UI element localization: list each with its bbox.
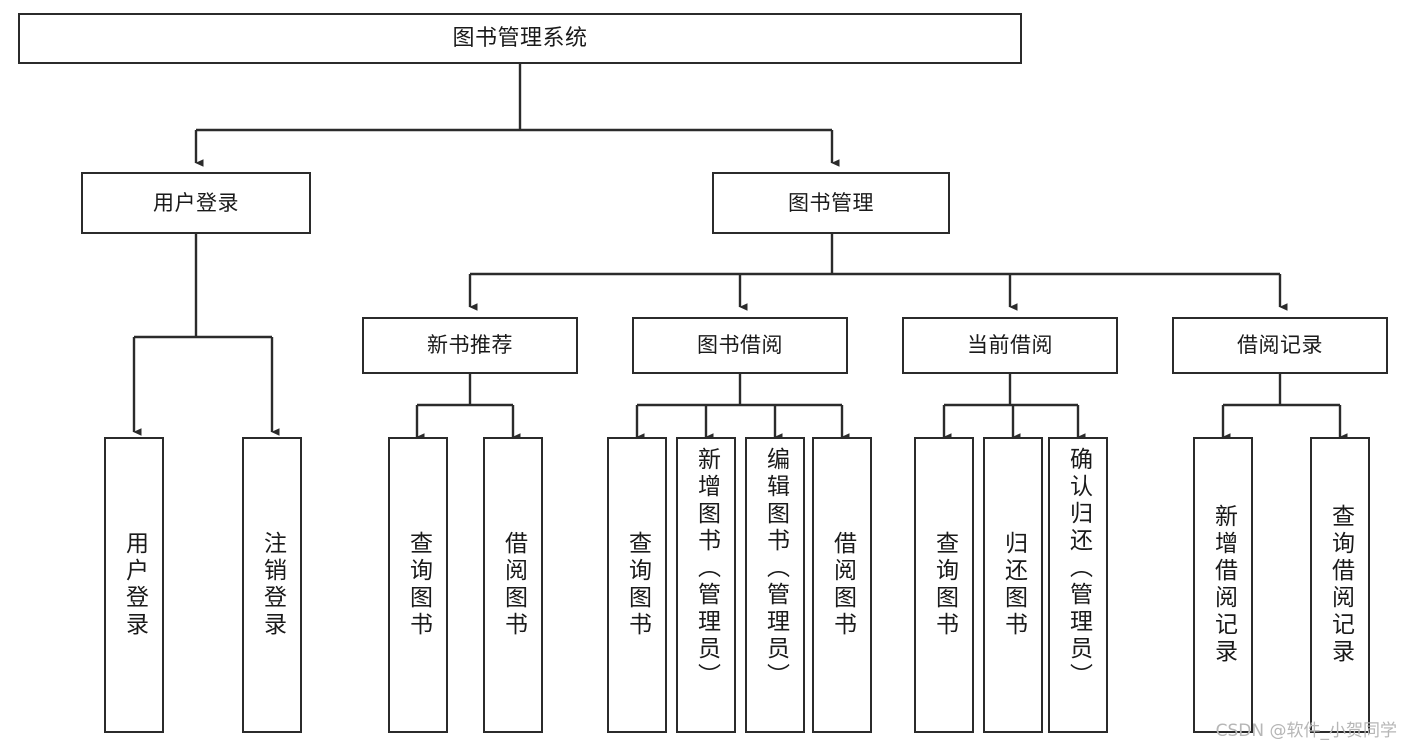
leaf-current-return-book[interactable]: 归还图书 [983, 437, 1043, 733]
leaf-current-confirm-return-label: 确认归还（管理员） [1065, 447, 1092, 690]
leaf-newbook-query-book[interactable]: 查询图书 [388, 437, 448, 733]
leaf-user-login-label: 用户登录 [121, 531, 148, 639]
leaf-newbook-query-book-label: 查询图书 [405, 531, 432, 639]
leaf-borrow-query-book-label: 查询图书 [624, 531, 651, 639]
leaf-record-add[interactable]: 新增借阅记录 [1193, 437, 1253, 733]
node-user-login[interactable]: 用户登录 [81, 172, 311, 234]
node-book-management[interactable]: 图书管理 [712, 172, 950, 234]
leaf-record-query[interactable]: 查询借阅记录 [1310, 437, 1370, 733]
leaf-user-login[interactable]: 用户登录 [104, 437, 164, 733]
leaf-borrow-edit-book[interactable]: 编辑图书（管理员） [745, 437, 805, 733]
leaf-borrow-query-book[interactable]: 查询图书 [607, 437, 667, 733]
csdn-watermark: CSDN @软件_小贺同学 [1215, 721, 1397, 741]
leaf-current-query-book[interactable]: 查询图书 [914, 437, 974, 733]
leaf-newbook-borrow-book[interactable]: 借阅图书 [483, 437, 543, 733]
node-book-management-label: 图书管理 [788, 190, 874, 215]
leaf-borrow-add-book[interactable]: 新增图书（管理员） [676, 437, 736, 733]
node-current-borrow-label: 当前借阅 [967, 333, 1053, 358]
node-current-borrow[interactable]: 当前借阅 [902, 317, 1118, 374]
node-new-book-recommend-label: 新书推荐 [427, 333, 513, 358]
node-book-borrow[interactable]: 图书借阅 [632, 317, 848, 374]
leaf-borrow-lend-book-label: 借阅图书 [829, 531, 856, 639]
node-user-login-label: 用户登录 [153, 190, 239, 215]
leaf-borrow-edit-book-label: 编辑图书（管理员） [762, 447, 789, 690]
node-book-borrow-label: 图书借阅 [697, 333, 783, 358]
leaf-logout[interactable]: 注销登录 [242, 437, 302, 733]
leaf-record-query-label: 查询借阅记录 [1327, 504, 1354, 666]
node-borrow-record-label: 借阅记录 [1237, 333, 1323, 358]
leaf-borrow-add-book-label: 新增图书（管理员） [693, 447, 720, 690]
node-root-system-label: 图书管理系统 [452, 25, 588, 51]
leaf-current-return-book-label: 归还图书 [1000, 531, 1027, 639]
leaf-record-add-label: 新增借阅记录 [1210, 504, 1237, 666]
leaf-logout-label: 注销登录 [259, 531, 286, 639]
node-new-book-recommend[interactable]: 新书推荐 [362, 317, 578, 374]
node-root-system[interactable]: 图书管理系统 [18, 13, 1022, 64]
leaf-current-confirm-return[interactable]: 确认归还（管理员） [1048, 437, 1108, 733]
leaf-newbook-borrow-book-label: 借阅图书 [500, 531, 527, 639]
leaf-borrow-lend-book[interactable]: 借阅图书 [812, 437, 872, 733]
node-borrow-record[interactable]: 借阅记录 [1172, 317, 1388, 374]
leaf-current-query-book-label: 查询图书 [931, 531, 958, 639]
